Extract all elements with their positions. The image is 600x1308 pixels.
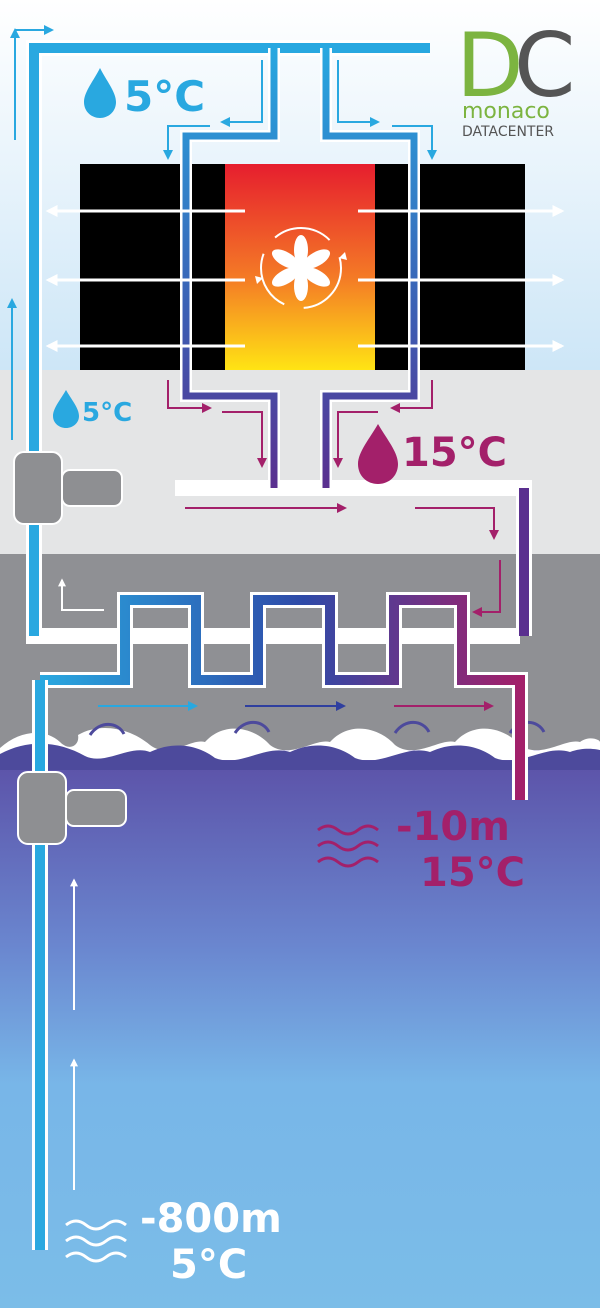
server-rack-left [80, 164, 225, 370]
logo-datacenter: DATACENTER [462, 124, 554, 140]
server-rack-right [375, 164, 525, 370]
droplet-icon [84, 68, 116, 118]
sea-background [0, 750, 600, 1308]
logo-letter-c: C [514, 14, 575, 117]
heat-exchanger [40, 592, 528, 800]
intake-temp-label: 5°C [170, 1242, 247, 1288]
supply-pipe [26, 40, 520, 644]
intake-depth-label: -800m [140, 1196, 282, 1242]
outlet-depth-label: -10m [396, 804, 510, 850]
waves-icon [317, 824, 379, 868]
flow-arrow-icon [6, 25, 501, 1190]
outlet-temp-label: 15°C [420, 850, 525, 896]
company-logo: D C monaco DATACENTER [456, 14, 575, 140]
logo-monaco: monaco [462, 99, 550, 124]
pump-temp-label: 5°C [82, 398, 132, 428]
droplet-icon [53, 390, 79, 428]
pump-icon [17, 771, 127, 845]
ground-band [0, 554, 600, 750]
datacenter-floor-band [0, 370, 600, 554]
airflow-arrows [45, 205, 565, 352]
waves-icon [65, 1219, 127, 1263]
pump-icon [13, 451, 123, 525]
logo-letter-d: D [456, 14, 524, 117]
supply-temp-label: 5°C [124, 72, 205, 121]
fan-icon [255, 227, 347, 309]
return-pipe [175, 480, 532, 636]
inner-cooling-loop [180, 48, 420, 488]
return-temp-label: 15°C [402, 430, 507, 476]
droplet-icon [358, 424, 398, 484]
